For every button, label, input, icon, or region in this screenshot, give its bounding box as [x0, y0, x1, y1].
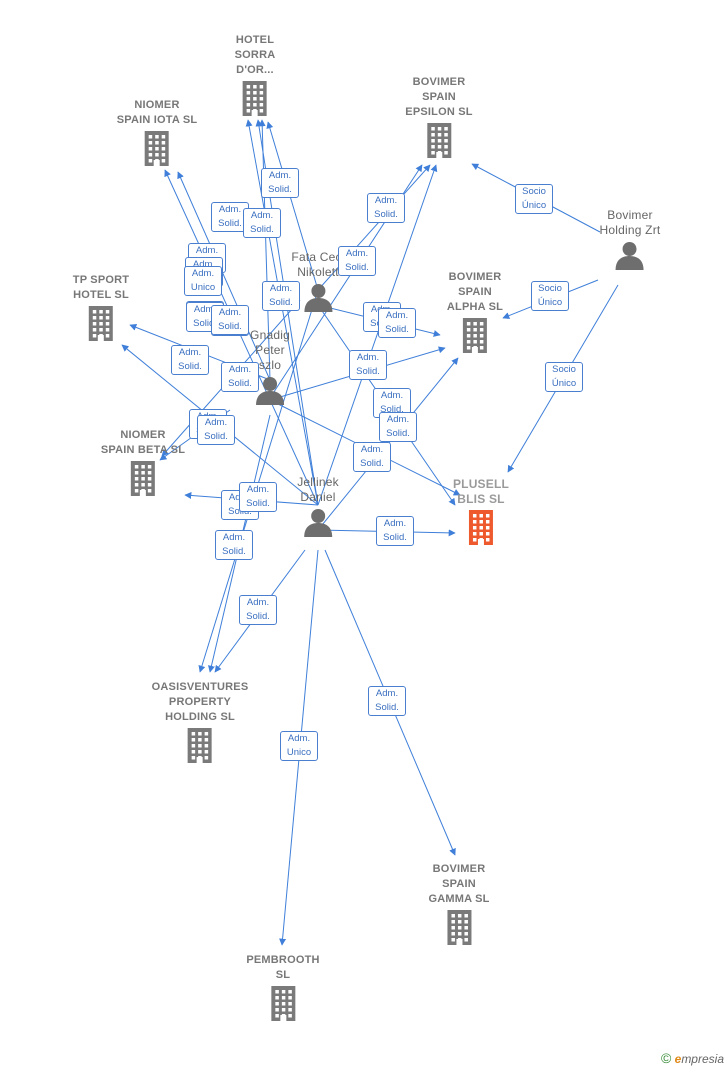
edge-label-e10[interactable]: Adm. Solid.	[338, 246, 376, 276]
node-label: NIOMER SPAIN BETA SL	[100, 429, 186, 456]
node-label: PLUSELL BLIS SL	[452, 477, 510, 506]
edge-line	[177, 171, 271, 381]
building-icon	[242, 81, 267, 116]
edge-line	[245, 119, 319, 506]
edge-label-e02[interactable]: Adm. Solid.	[211, 202, 249, 232]
edge-label-e31[interactable]: Socio Único	[515, 184, 553, 214]
edge-line	[317, 164, 438, 506]
node-bovimer-gamma[interactable]: BOVIMER SPAIN GAMMA SL	[428, 862, 489, 945]
building-icon	[88, 306, 113, 341]
node-label: Fata Ceci Nikolett	[291, 250, 345, 279]
edge-label-e03[interactable]: Adm. Solid.	[243, 208, 281, 238]
edge-label-e27[interactable]: Adm. Solid.	[368, 686, 406, 716]
node-label: BOVIMER SPAIN GAMMA SL	[428, 863, 490, 905]
edge-label-e13[interactable]: Adm. Solid.	[378, 308, 416, 338]
node-jellinek[interactable]: Jellinek Daniel	[297, 475, 339, 537]
edge-line	[258, 119, 271, 381]
building-icon	[187, 728, 212, 763]
person-icon	[615, 242, 644, 270]
node-plusell[interactable]: PLUSELL BLIS SL	[453, 477, 509, 545]
edge-line	[266, 121, 319, 291]
person-icon	[256, 377, 284, 405]
node-label: PEMBROOTH SL	[246, 954, 320, 981]
building-icon	[468, 510, 493, 545]
edge-label-e26[interactable]: Adm. Solid.	[376, 516, 414, 546]
node-label: OASISVENTURES PROPERTY HOLDING SL	[151, 681, 249, 723]
edge-label-e33[interactable]: Socio Único	[545, 362, 583, 392]
edge-label-e01[interactable]: Adm. Solid.	[261, 168, 299, 198]
node-gnadig[interactable]: Gnadig Peter szlo	[250, 328, 290, 405]
node-niomer-beta[interactable]: NIOMER SPAIN BETA SL	[101, 428, 185, 496]
empresia-logo[interactable]: © empresia	[660, 1050, 724, 1066]
node-oasis[interactable]: OASISVENTURES PROPERTY HOLDING SL	[152, 680, 249, 763]
edge-label-e24[interactable]: Adm. Solid.	[215, 530, 253, 560]
edge-label-e23[interactable]: Adm. Solid.	[239, 482, 277, 512]
building-icon	[446, 910, 471, 945]
edge-line	[164, 169, 319, 506]
building-icon	[427, 123, 451, 158]
edge-label-e07[interactable]: Adm. Solid.	[262, 281, 300, 311]
edge-label-e25[interactable]: Adm. Solid.	[239, 595, 277, 625]
person-icon	[304, 509, 332, 537]
edge-label-e20[interactable]: Adm. Solid.	[197, 415, 235, 445]
node-pembrooth[interactable]: PEMBROOTH SL	[246, 953, 319, 1021]
node-niomer-iota[interactable]: NIOMER SPAIN IOTA SL	[117, 98, 198, 166]
building-icon	[271, 986, 295, 1021]
node-label: NIOMER SPAIN IOTA SL	[116, 99, 198, 126]
building-icon	[130, 461, 155, 496]
building-icon	[462, 318, 487, 353]
node-label: BOVIMER SPAIN EPSILON SL	[405, 76, 473, 118]
node-label: Gnadig Peter szlo	[250, 328, 290, 372]
edge-line	[198, 289, 319, 673]
edge-label-e32[interactable]: Socio Único	[531, 281, 569, 311]
node-label: BOVIMER SPAIN ALPHA SL	[446, 271, 504, 313]
edge-label-e18[interactable]: Adm. Solid.	[379, 412, 417, 442]
edge-label-e15[interactable]: Adm. Solid.	[221, 362, 259, 392]
node-label: HOTEL SORRA D'OR...	[234, 34, 276, 76]
node-tp-sport[interactable]: TP SPORT HOTEL SL	[73, 273, 129, 341]
edge-label-e16[interactable]: Adm. Solid.	[349, 350, 387, 380]
node-label: Bovimer Holding Zrt	[599, 208, 661, 237]
node-bovimer-zrt[interactable]: Bovimer Holding Zrt	[600, 208, 661, 270]
edge-label-e21[interactable]: Adm. Solid.	[353, 442, 391, 472]
edge-line	[317, 164, 431, 291]
edge-label-e11[interactable]: Adm. Solid.	[367, 193, 405, 223]
node-label: Jellinek Daniel	[297, 475, 339, 504]
node-bovimer-alpha[interactable]: BOVIMER SPAIN ALPHA SL	[447, 270, 503, 353]
person-icon	[304, 284, 332, 312]
edge-label-e30[interactable]: Adm. Unico	[280, 731, 318, 761]
node-hotel-sorra[interactable]: HOTEL SORRA D'OR...	[235, 33, 276, 116]
edge-label-e29[interactable]: Adm. Solid.	[211, 305, 249, 335]
edge-label-e14[interactable]: Adm. Solid.	[171, 345, 209, 375]
edge-label-e06[interactable]: Adm. Unico	[184, 266, 222, 296]
node-bovimer-epsilon[interactable]: BOVIMER SPAIN EPSILON SL	[405, 75, 473, 158]
building-icon	[145, 131, 169, 166]
node-label: TP SPORT HOTEL SL	[72, 274, 130, 301]
